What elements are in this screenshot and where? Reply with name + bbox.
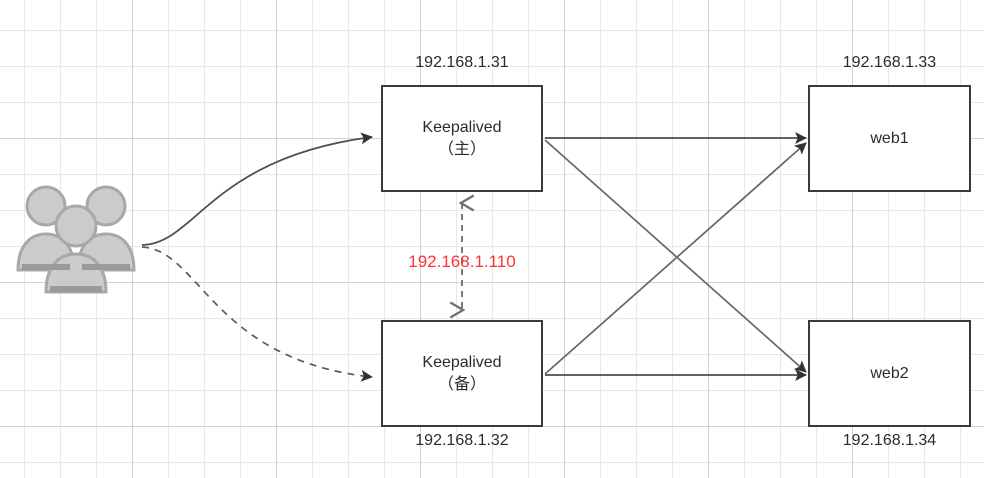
ip-label-backup: 192.168.1.32 bbox=[381, 432, 543, 450]
node-web1-label: web1 bbox=[870, 129, 909, 147]
ip-label-backup-text: 192.168.1.32 bbox=[415, 432, 509, 449]
edge-users-to-master bbox=[141, 132, 373, 246]
edge-users-to-backup bbox=[141, 246, 373, 382]
node-keepalived-master-line1: Keepalived bbox=[422, 118, 502, 136]
node-keepalived-backup[interactable]: Keepalived （备） bbox=[381, 320, 543, 427]
ip-label-web2: 192.168.1.34 bbox=[808, 432, 971, 450]
ip-label-web2-text: 192.168.1.34 bbox=[842, 432, 937, 449]
vip-label: 192.168.1.110 bbox=[381, 252, 543, 272]
ip-label-master-text: 192.168.1.31 bbox=[415, 54, 509, 71]
ip-label-master: 192.168.1.31 bbox=[381, 54, 543, 72]
node-keepalived-backup-line1: Keepalived bbox=[422, 353, 502, 371]
vip-label-text: 192.168.1.110 bbox=[408, 252, 516, 271]
node-web1[interactable]: web1 bbox=[808, 85, 971, 192]
edge-backup-to-web1 bbox=[544, 142, 807, 375]
node-keepalived-backup-line2: （备） bbox=[437, 375, 486, 393]
edge-master-to-web2 bbox=[544, 139, 807, 373]
ip-label-web1-text: 192.168.1.33 bbox=[842, 54, 937, 71]
node-keepalived-master[interactable]: Keepalived （主） bbox=[381, 85, 543, 192]
node-web2[interactable]: web2 bbox=[808, 320, 971, 427]
users-group-icon bbox=[16, 185, 136, 294]
ip-label-web1: 192.168.1.33 bbox=[808, 54, 971, 72]
node-web2-label: web2 bbox=[870, 364, 909, 382]
node-keepalived-master-line2: （主） bbox=[437, 140, 486, 158]
